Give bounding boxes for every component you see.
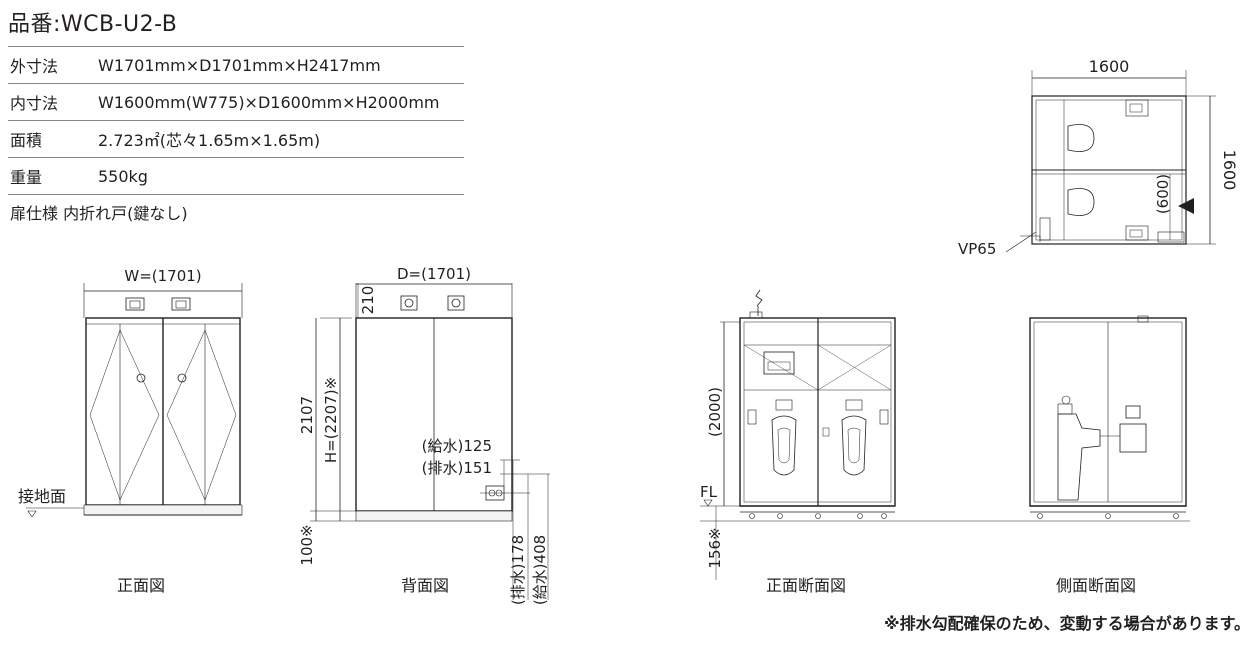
table-row: 内寸法 W1600mm(W775)×D1600mm×H2000mm xyxy=(8,83,464,121)
stall-depth-label: (600) xyxy=(1154,174,1172,214)
back-view-caption: 背面図 xyxy=(401,576,450,595)
spec-value: W1600mm(W775)×D1600mm×H2000mm xyxy=(98,83,464,121)
front-section-drawing: (2000) FL 156※ xyxy=(700,289,1190,580)
spec-value: 2.723㎡(芯々1.65m×1.65m) xyxy=(98,120,464,158)
base-height-label: 156※ xyxy=(706,527,724,568)
door-spec: 扉仕様 内折れ戸(鍵なし) xyxy=(10,204,188,223)
back-depth-label: D=(1701) xyxy=(397,265,471,283)
front-width-label: W=(1701) xyxy=(124,267,201,285)
spec-label: 内寸法 xyxy=(8,83,98,121)
front-section-caption: 正面断面図 xyxy=(766,576,847,595)
base-offset-label: 100※ xyxy=(298,524,316,565)
spec-value: 550kg xyxy=(98,157,464,195)
side-section-drawing xyxy=(1029,315,1187,519)
plan-width-label: 1600 xyxy=(1089,57,1130,76)
spec-table: 外寸法 W1701mm×D1701mm×H2417mm 内寸法 W1600mm(… xyxy=(8,46,464,195)
table-row: 外寸法 W1701mm×D1701mm×H2417mm xyxy=(8,46,464,84)
inner-height-label: 2107 xyxy=(298,396,316,434)
table-row: 重量 550kg xyxy=(8,157,464,195)
spec-label: 外寸法 xyxy=(8,46,98,84)
drain-side-label: (排水)178 xyxy=(509,535,527,605)
spec-label: 重量 xyxy=(8,157,98,195)
back-view-drawing: D=(1701) 210 2107 H=(2207)※ 100※ (給水)125… xyxy=(298,265,550,605)
product-number-title: 品番:WCB-U2-B xyxy=(8,12,178,37)
drainage-footnote: ※排水勾配確保のため、変動する場合があります。 xyxy=(884,614,1250,633)
inner-height-section-label: (2000) xyxy=(706,387,724,437)
drain-pipe-label: (排水)151 xyxy=(422,459,492,477)
supply-side-label: (給水)408 xyxy=(531,535,549,605)
table-row: 面積 2.723㎡(芯々1.65m×1.65m) xyxy=(8,120,464,158)
plan-depth-label: 1600 xyxy=(1220,150,1239,191)
total-height-label: H=(2207)※ xyxy=(322,377,340,463)
spec-label: 面積 xyxy=(8,120,98,158)
front-view-drawing: W=(1701) 接地面 xyxy=(18,267,243,518)
top-offset-label: 210 xyxy=(359,286,377,315)
plan-view-drawing: 1600 1600 (600) VP65 xyxy=(958,57,1239,258)
floor-level-label: FL xyxy=(700,483,718,501)
front-view-caption: 正面図 xyxy=(117,576,166,595)
supply-pipe-label: (給水)125 xyxy=(422,437,492,455)
pipe-size-label: VP65 xyxy=(958,240,996,258)
side-section-caption: 側面断面図 xyxy=(1056,576,1137,595)
ground-surface-label: 接地面 xyxy=(18,487,66,506)
spec-value: W1701mm×D1701mm×H2417mm xyxy=(98,46,464,84)
